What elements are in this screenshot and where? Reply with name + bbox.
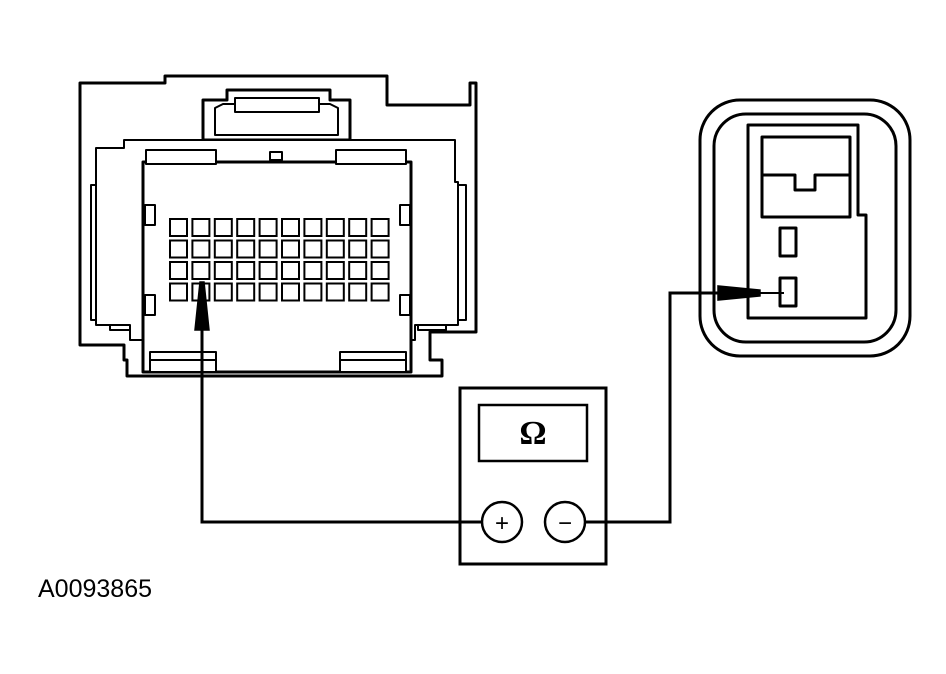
- two-pin-latch: [760, 135, 852, 219]
- pin-cavity: [169, 239, 188, 259]
- ohmmeter: [458, 386, 608, 566]
- connector-notch-left: [145, 149, 217, 165]
- pin-cavity: [281, 218, 300, 237]
- pin-cavity: [325, 282, 345, 302]
- positive-test-lead: [200, 325, 482, 524]
- multi-pin-connector: [78, 74, 478, 378]
- negative-probe-tip: [717, 285, 761, 301]
- pin-cavity: [258, 282, 278, 302]
- negative-terminal-label: −: [558, 510, 572, 537]
- negative-test-lead: [585, 291, 722, 524]
- connector-notch-right: [335, 149, 407, 165]
- pin-cavity: [370, 239, 390, 259]
- pin-cavity: [258, 239, 278, 259]
- connector-latch-tab: [234, 97, 320, 113]
- pin-cavity: [303, 261, 323, 280]
- pin-cavity: [213, 282, 233, 302]
- pin-cavity: [325, 239, 345, 259]
- pin-cavity: [169, 261, 188, 280]
- pin-cavity: [303, 218, 323, 237]
- pin-cavity: [213, 261, 233, 280]
- two-pin-connector: [698, 98, 912, 358]
- positive-probe-tip: [194, 281, 210, 331]
- positive-terminal-label: +: [495, 510, 509, 537]
- pin-cavity: [191, 218, 211, 237]
- connector-notch-center: [269, 151, 283, 161]
- connector-clip: [144, 204, 156, 226]
- pin-cavity: [348, 218, 368, 237]
- figure-id: A0093865: [38, 575, 153, 603]
- pin-cavity: [213, 218, 233, 237]
- pin-cavity: [303, 239, 323, 259]
- pin-cavity: [213, 239, 233, 259]
- pin-cavity: [348, 282, 368, 302]
- pin-cavity: [303, 282, 323, 302]
- pin-grid: [169, 218, 390, 302]
- pin-cavity: [325, 218, 345, 237]
- connector-bottom-lock-left: [149, 351, 217, 373]
- connector-clip: [399, 294, 411, 316]
- connector-clip: [399, 204, 411, 226]
- pin-cavity: [236, 261, 256, 280]
- pin-cavity: [370, 218, 390, 237]
- two-pin-terminal-a: [778, 226, 798, 258]
- pin-cavity: [236, 282, 256, 302]
- pin-cavity: [281, 261, 300, 280]
- pin-cavity: [258, 261, 278, 280]
- pin-cavity: [169, 218, 188, 237]
- pin-cavity: [258, 218, 278, 237]
- connector-clip: [144, 294, 156, 316]
- pin-cavity: [169, 282, 188, 302]
- pin-cavity: [325, 261, 345, 280]
- test-leads: [200, 291, 722, 524]
- connector-bottom-lock-right: [339, 351, 407, 373]
- two-pin-latch-tab: [762, 173, 850, 192]
- pin-cavity: [236, 218, 256, 237]
- pin-cavity: [348, 239, 368, 259]
- pin-cavity: [370, 282, 390, 302]
- pin-cavity: [370, 261, 390, 280]
- pin-cavity: [281, 282, 300, 302]
- pin-cavity: [191, 261, 211, 280]
- ohm-symbol: Ω: [519, 415, 546, 452]
- pin-cavity: [348, 261, 368, 280]
- ohmmeter-display: [477, 403, 589, 463]
- pin-cavity: [191, 239, 211, 259]
- pin-cavity: [281, 239, 300, 259]
- pin-cavity: [236, 239, 256, 259]
